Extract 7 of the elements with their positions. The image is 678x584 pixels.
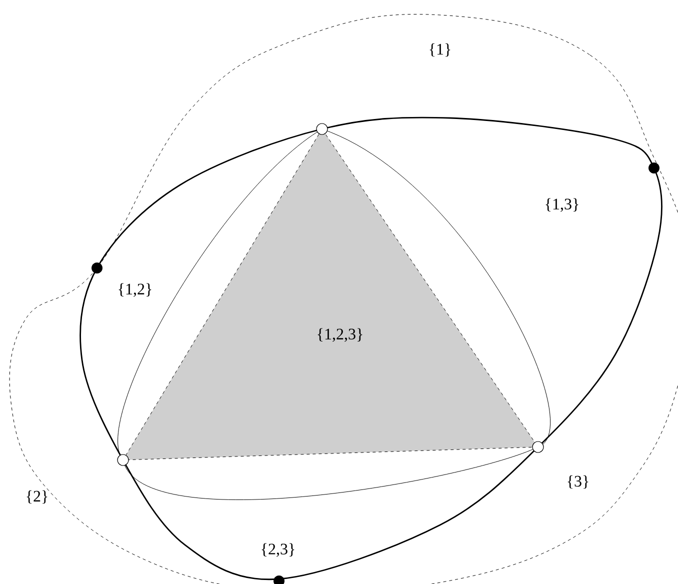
region-label: {1} <box>430 43 450 57</box>
region-label: {2,3} <box>262 543 294 557</box>
region-label: {3} <box>568 475 588 489</box>
region-label: {1,3} <box>546 198 578 212</box>
region-label: {1,2,3} <box>318 328 362 342</box>
region-label: {2} <box>26 490 48 504</box>
region-label: {1,2} <box>118 283 152 297</box>
